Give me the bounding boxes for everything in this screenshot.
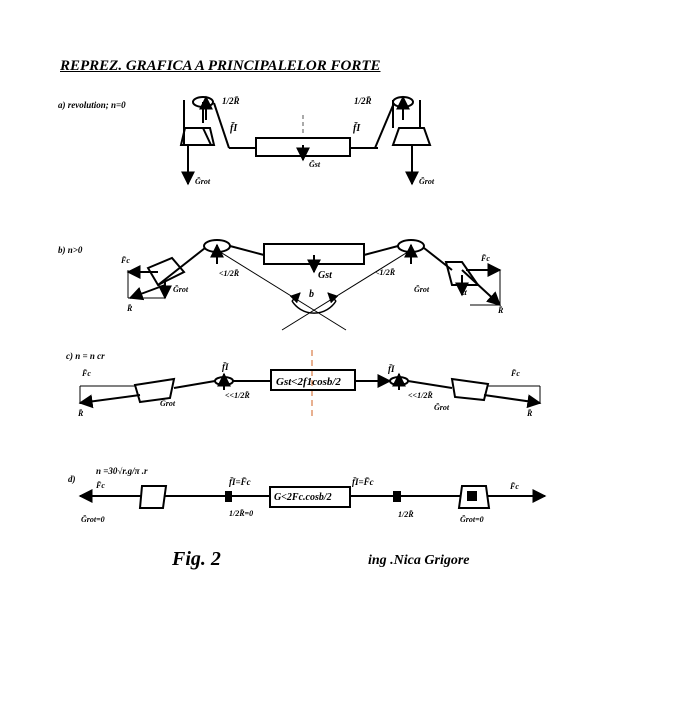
panel-a-label: a) revolution; n=0 <box>58 100 126 110</box>
c-half-r-right: <<1/2R̄ <box>408 391 433 400</box>
figure-caption: Fig. 2 <box>172 548 221 570</box>
d-fi-fc-left: f̄I=F̄c <box>229 477 251 487</box>
author-credit: ing .Nica Grigore <box>368 553 470 568</box>
b-right-r-arrow <box>461 269 502 306</box>
c-r-left: R̄ <box>77 409 84 418</box>
c-grot-right: Ḡrot <box>434 403 450 412</box>
d-half-r-right: 1/2R̄ <box>398 510 414 519</box>
d-half-r-left: 1/2R̄=0 <box>229 509 253 518</box>
panel-d: d) n =30√r.g/π .r G<2Fc.cosb/2 F̄c F̄c f… <box>68 466 547 524</box>
b-r-left: R̄ <box>126 304 133 313</box>
page-title: REPREZ. GRAFICA A PRINCIPALELOR FORTE <box>60 58 381 74</box>
c-grot-left: Ḡrot <box>160 399 176 408</box>
right-trapezoid <box>391 127 432 146</box>
a-grot-right: Ḡrot <box>419 177 435 186</box>
a-half-r-right: 1/2R̄ <box>354 96 372 106</box>
c-fi-left: f̄I <box>222 362 229 372</box>
c-right-r-arrow <box>483 394 542 409</box>
d-fi-fc-right: f̄I=F̄c <box>352 477 374 487</box>
d-box-text: G<2Fc.cosb/2 <box>274 492 332 503</box>
a-grot-left: Ḡrot <box>195 177 211 186</box>
panel-b-label: b) n>0 <box>58 245 83 255</box>
b-alpha-label: α <box>462 287 468 297</box>
d-left-trapezoid <box>138 485 168 509</box>
d-grot-left: Ḡrot=0 <box>81 515 105 524</box>
b-angle-arc <box>291 300 337 314</box>
b-half-r-right: <1/2R̄ <box>375 268 396 277</box>
b-grot-right: Ḡrot <box>414 285 430 294</box>
a-half-r-left: 1/2R̄ <box>222 96 240 106</box>
panel-b: b) n>0 F̄c F̄c Ḡrot Ḡrot <box>58 239 504 331</box>
c-r-right: R̄ <box>526 409 533 418</box>
a-gst: Ḡst <box>309 160 321 169</box>
c-right-trapezoid <box>450 377 490 402</box>
c-half-r-left: <<1/2R̄ <box>225 391 250 400</box>
panel-a: a) revolution; n=0 1/2R̄ 1/2R̄ f̄I f̄I Ḡ… <box>58 95 435 186</box>
a-fi-right: f̄I <box>353 122 361 134</box>
b-r-right: R̄ <box>497 306 504 315</box>
panel-c-label: c) n = n cr <box>66 351 105 361</box>
b-grot-left: Ḡrot <box>173 285 189 294</box>
c-box-text: Gst<2f1cosb/2 <box>276 376 341 388</box>
left-arm-up <box>213 102 230 149</box>
panel-c: c) n = n cr Gst<2f1cosb/2 F̄c F̄c R̄ R̄ … <box>66 350 542 420</box>
b-half-r-left: <1/2R̄ <box>219 269 240 278</box>
b-gst: Gst <box>318 270 333 281</box>
d-grot-right: Ḡrot=0 <box>460 515 484 524</box>
b-angle-label: b <box>309 289 314 300</box>
right-arm-up <box>374 102 395 149</box>
c-fc-left: F̄c <box>81 369 91 378</box>
b-fc-left: F̄c <box>120 256 130 265</box>
d-formula: n =30√r.g/π .r <box>96 466 148 476</box>
a-fi-left: f̄I <box>230 122 238 134</box>
b-left-r-arrow <box>128 284 166 301</box>
d-fc-left: F̄c <box>95 481 105 490</box>
c-fi-right: f̄I <box>388 364 395 374</box>
b-left-trapezoid <box>146 256 186 287</box>
b-fc-right: F̄c <box>480 254 490 263</box>
d-center-cylinder <box>269 486 351 508</box>
c-fc-right: F̄c <box>510 369 520 378</box>
d-fc-right: F̄c <box>509 482 519 491</box>
c-left-r-arrow <box>78 394 141 409</box>
c-left-trapezoid <box>133 377 176 404</box>
panel-d-label: d) <box>68 474 76 484</box>
